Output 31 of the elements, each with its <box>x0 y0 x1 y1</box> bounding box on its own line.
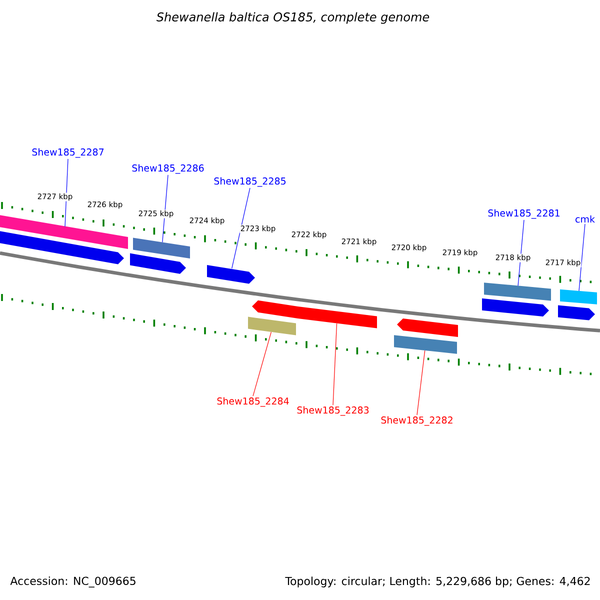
accession-text: Accession: NC_009665 <box>10 576 136 588</box>
leader-line <box>578 224 586 292</box>
gene-bar <box>130 253 186 274</box>
gene-bar <box>207 265 255 284</box>
gene-bar <box>0 231 124 264</box>
gene-bar <box>482 298 549 316</box>
gene-label: Shew185_2281 <box>488 209 560 219</box>
gene-bar <box>397 318 458 337</box>
gene-label: cmk <box>576 215 595 223</box>
gene-bar <box>558 305 595 320</box>
leader-line <box>64 158 68 227</box>
leader-line <box>162 174 168 243</box>
gene-bar <box>252 300 298 318</box>
gene-label: Shew185_2284 <box>217 397 289 407</box>
gene-bar <box>133 238 190 258</box>
gene-bar <box>560 289 597 304</box>
leader-line <box>232 188 250 269</box>
gene-bar <box>394 335 457 354</box>
leader-line <box>332 323 338 406</box>
leader-line <box>252 332 272 396</box>
gene-bar <box>0 215 128 249</box>
gene-label: Shew185_2282 <box>381 416 452 426</box>
summary-text: Topology: circular; Length: 5,229,686 bp; Genes: 4,462 <box>285 576 590 588</box>
gene-bar <box>484 282 551 301</box>
gene-bar <box>248 316 296 336</box>
gene-label: Shew185_2283 <box>297 406 369 416</box>
leader-line <box>416 350 426 416</box>
title: Shewanella baltica OS185, complete genome <box>156 12 430 24</box>
gene-label: Shew185_2286 <box>132 164 204 174</box>
gene-label: Shew185_2287 <box>32 148 104 158</box>
gene-label: Shew185_2285 <box>214 177 286 187</box>
